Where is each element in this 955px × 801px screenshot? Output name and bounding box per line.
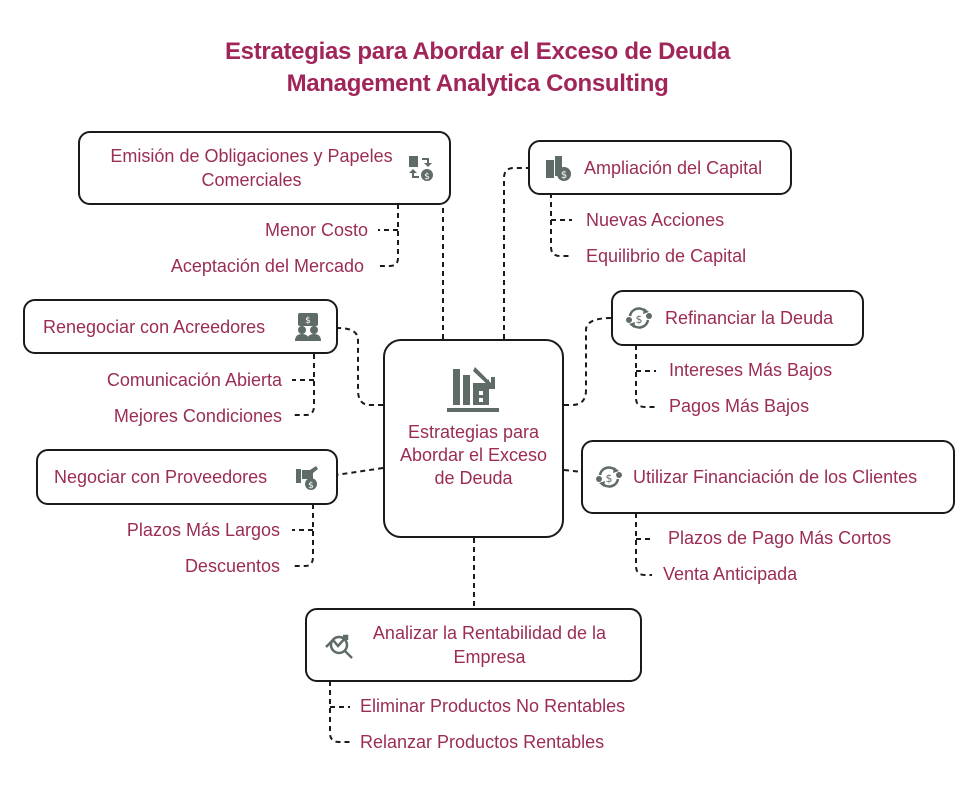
branch-emision-label: Emisión de Obligaciones y Papeles Comerc… [110,146,393,190]
center-label: Estrategias para Abordar el Exceso de De… [399,422,548,488]
magnify-trend-icon [325,634,353,659]
leaf-plazos-pago-cortos: Plazos de Pago Más Cortos [668,528,892,548]
leaf-mejores-condiciones: Mejores Condiciones [113,406,282,426]
leaf-pagos-mas-bajos: Pagos Más Bajos [669,396,810,416]
branch-proveedores-label: Negociar con Proveedores [54,467,268,487]
branch-ampliacion-label: Ampliación del Capital [584,157,763,178]
leaf-eliminar-productos: Eliminar Productos No Rentables [360,696,626,716]
svg-text:$: $ [305,316,311,326]
people-dollar-icon: $ [295,312,321,341]
leaf-equilibrio-capital: Equilibrio de Capital [586,246,747,266]
svg-text:$: $ [308,481,314,491]
center-node[interactable]: Estrategias para Abordar el Exceso de De… [383,339,564,538]
branch-emision[interactable]: Emisión de Obligaciones y Papeles Comerc… [78,131,451,205]
buildings-dollar-icon: $ [546,155,571,181]
leaf-venta-anticipada: Venta Anticipada [663,564,798,584]
branch-refinanciar[interactable]: $ Refinanciar la Deuda [611,290,864,346]
svg-text:$: $ [561,170,567,181]
branch-proveedores[interactable]: Negociar con Proveedores $ [36,449,338,505]
svg-text:$: $ [636,313,643,326]
connector-refinanciar [564,317,613,406]
leaf-intereses-mas-bajos: Intereses Más Bajos [669,360,833,380]
diagram-subtitle: Management Analytica Consulting [286,70,669,97]
connector-ampliacion [503,167,528,339]
leaf-descuentos: Descuentos [184,556,280,576]
client-cycle-dollar-icon: $ [596,466,622,488]
branch-renegociar-label: Renegociar con Acreedores [43,316,266,337]
branch-rentabilidad[interactable]: Analizar la Rentabilidad de la Empresa [305,608,642,682]
branch-rentabilidad-label: Analizar la Rentabilidad de la Empresa [372,623,607,667]
branch-renegociar[interactable]: Renegociar con Acreedores $ [23,299,338,354]
leaf-aceptacion-mercado: Aceptación del Mercado [170,256,364,276]
connector-proveedores [335,467,384,476]
cycle-dollar-icon: $ [626,307,652,329]
diagram-title: Estrategias para Abordar el Exceso de De… [224,38,731,65]
leaf-nuevas-acciones: Nuevas Acciones [586,210,725,230]
leaf-plazos-mas-largos: Plazos Más Largos [126,520,280,540]
branch-refinanciar-label: Refinanciar la Deuda [665,308,834,328]
branch-clientes[interactable]: $ Utilizar Financiación de los Clientes [581,440,955,514]
leaf-relanzar-productos: Relanzar Productos Rentables [360,732,605,752]
svg-text:$: $ [424,172,430,182]
branch-clientes-label: Utilizar Financiación de los Clientes [633,467,918,487]
connector-clientes [563,469,583,473]
connector-renegociar [337,327,383,406]
svg-text:$: $ [606,472,613,485]
branch-ampliacion[interactable]: $ Ampliación del Capital [528,140,792,195]
building-chart-icon [447,367,499,412]
leaf-menor-costo: Menor Costo [264,220,368,240]
hand-dollar-icon: $ [296,466,318,491]
leaf-comunicacion-abierta: Comunicación Abierta [106,370,282,390]
exchange-dollar-icon: $ [409,156,433,182]
